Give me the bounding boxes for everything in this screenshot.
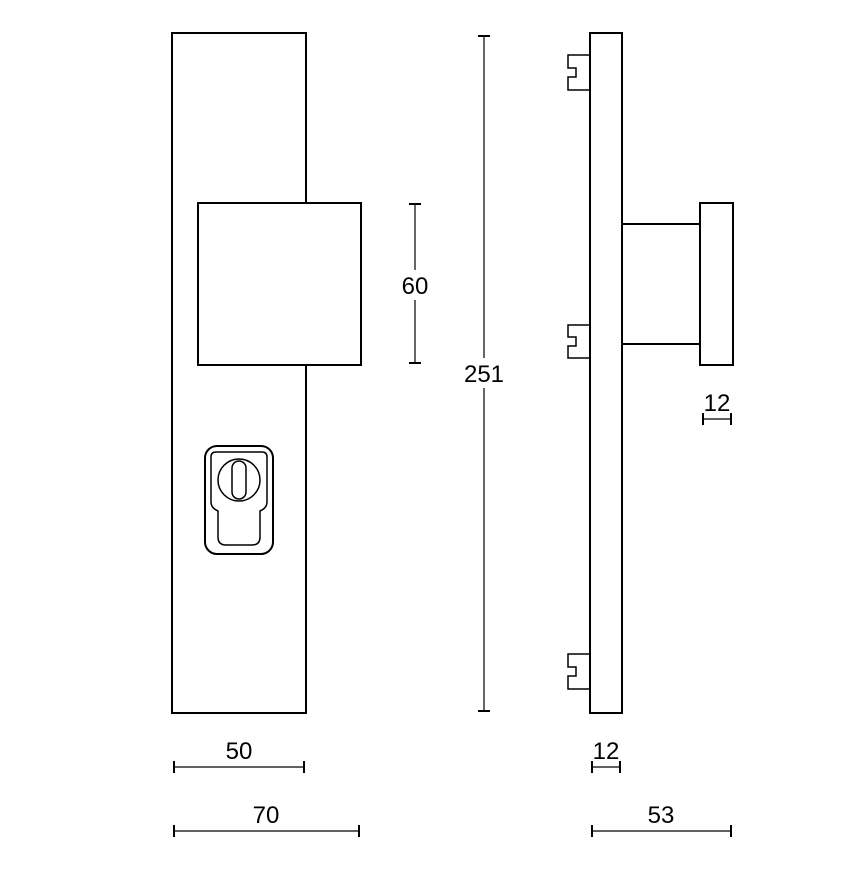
turn-slot [231, 460, 247, 500]
label-background [398, 270, 432, 300]
dimension-overall-depth: 53 [591, 802, 732, 837]
front-square-knob [197, 202, 362, 366]
overall-width-label: 70 [253, 802, 280, 829]
front-backplate [171, 32, 307, 714]
dimension-knob-thickness: 12 [702, 390, 732, 425]
escutcheon-outer [204, 445, 274, 555]
knob-thickness-label: 12 [704, 390, 731, 417]
plate-thickness-label: 12 [593, 738, 620, 765]
plate-width-label: 50 [226, 738, 253, 765]
fixing-clip-middle [567, 324, 590, 359]
fixing-clip-top [567, 54, 590, 91]
cylinder-escutcheon [204, 445, 274, 555]
dimension-overall-width: 70 [173, 802, 360, 837]
escutcheon-inner [210, 451, 268, 546]
side-backplate [589, 32, 623, 714]
fixing-clip-bottom [567, 653, 590, 690]
dimension-overall-height: 251 [460, 35, 508, 712]
turn-knob-rim [217, 458, 261, 502]
dimension-plate-width: 50 [173, 738, 305, 773]
knob-head [699, 202, 734, 366]
dimension-plate-thickness: 12 [591, 738, 621, 773]
overall-depth-label: 53 [648, 802, 675, 829]
front-view [171, 32, 362, 714]
label-background [460, 358, 508, 388]
side-view [567, 32, 734, 714]
knob-stem [621, 223, 701, 345]
overall-height-label: 251 [464, 361, 504, 388]
knob-height-label: 60 [402, 273, 429, 300]
dimension-knob-height: 60 [398, 203, 432, 364]
